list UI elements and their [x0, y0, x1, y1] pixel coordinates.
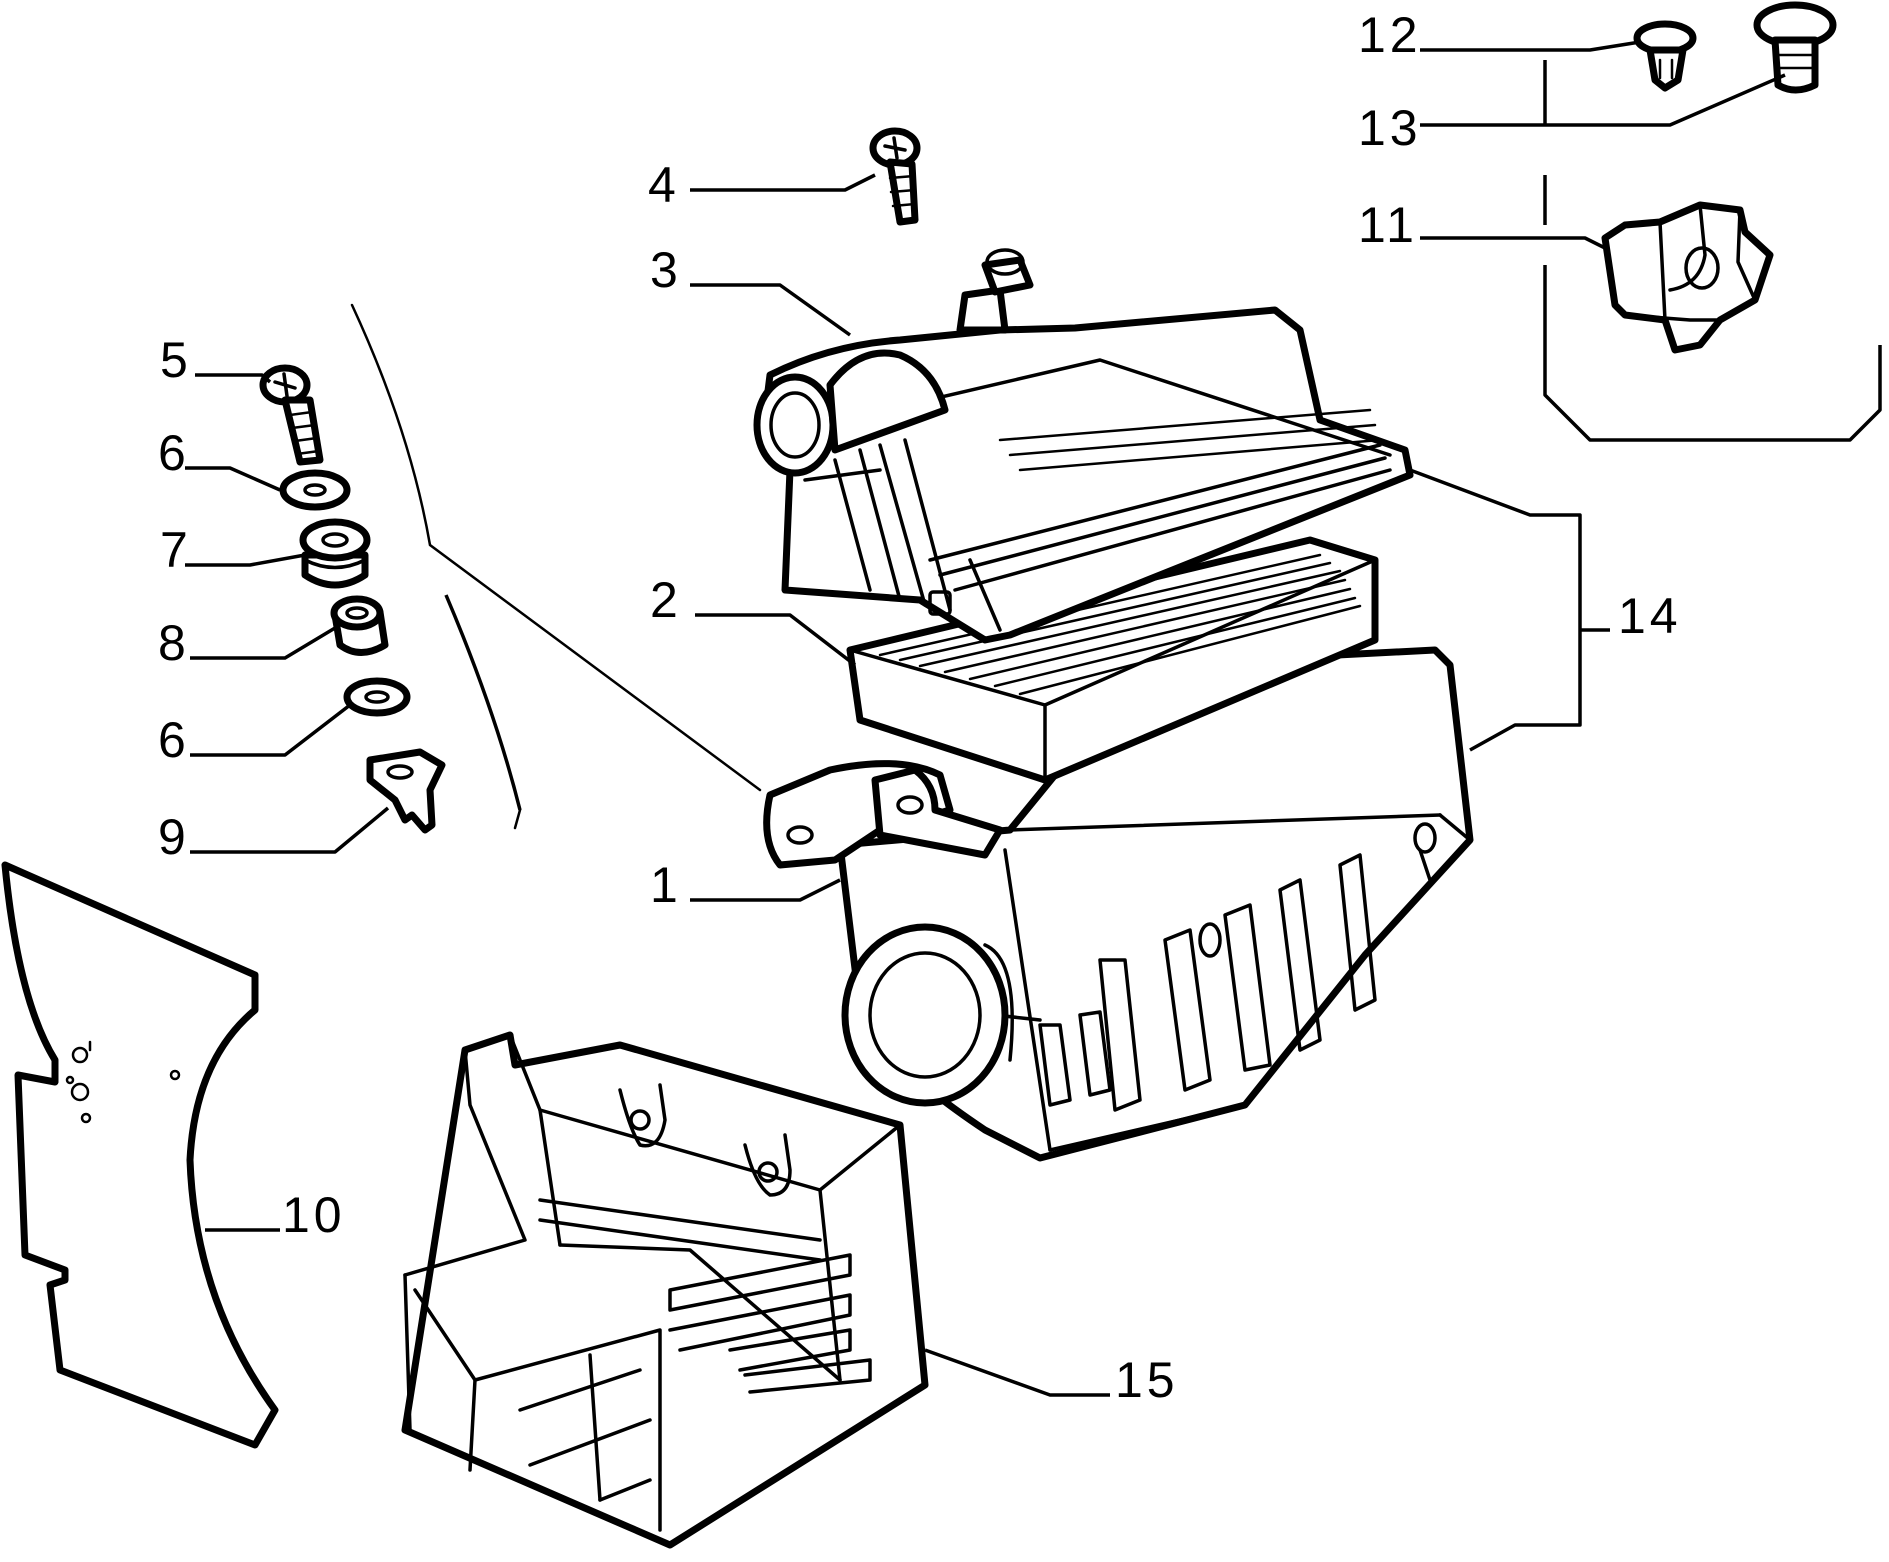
part-7-rubber-grommet [299, 518, 371, 589]
part-10-heat-shield-panel [1, 861, 279, 1449]
callout-15: 15 [1115, 1352, 1179, 1408]
callout-2: 2 [650, 572, 682, 628]
callout-12: 12 [1358, 7, 1422, 63]
callout-13: 13 [1358, 100, 1422, 156]
part-6-washer-upper [279, 469, 351, 511]
part-8-spacer-bushing [330, 595, 389, 656]
callout-6-lower: 6 [158, 712, 190, 768]
part-5-screw [259, 364, 324, 466]
part-12-push-rivet [1633, 20, 1697, 92]
callout-labels: 1 2 3 4 5 6 7 8 6 9 10 11 12 13 14 15 [158, 7, 1682, 1408]
reference-lines [350, 303, 762, 830]
callout-5: 5 [160, 332, 192, 388]
part-3-air-filter-cover [753, 248, 1414, 644]
callout-14: 14 [1618, 588, 1682, 644]
callout-10: 10 [282, 1187, 346, 1243]
callout-6-upper: 6 [158, 425, 190, 481]
part-15-air-intake-duct [401, 1031, 929, 1549]
leader-lines [185, 40, 1786, 1397]
part-11-pipe-clamp [1601, 201, 1774, 354]
callout-9: 9 [158, 809, 190, 865]
callout-3: 3 [650, 242, 682, 298]
part-9-clip-nut [366, 748, 446, 834]
part-4-screw [869, 127, 921, 226]
part-1-air-filter-housing-lower [763, 646, 1474, 1162]
inset-panel [1543, 60, 1882, 442]
callout-7: 7 [160, 522, 192, 578]
callout-11: 11 [1358, 197, 1418, 253]
part-13-screw [1753, 1, 1837, 94]
callout-8: 8 [158, 615, 190, 671]
part-2-filter-element [846, 536, 1379, 784]
callout-1: 1 [650, 857, 682, 913]
callout-4: 4 [648, 157, 680, 213]
part-6-washer-lower [343, 677, 411, 717]
